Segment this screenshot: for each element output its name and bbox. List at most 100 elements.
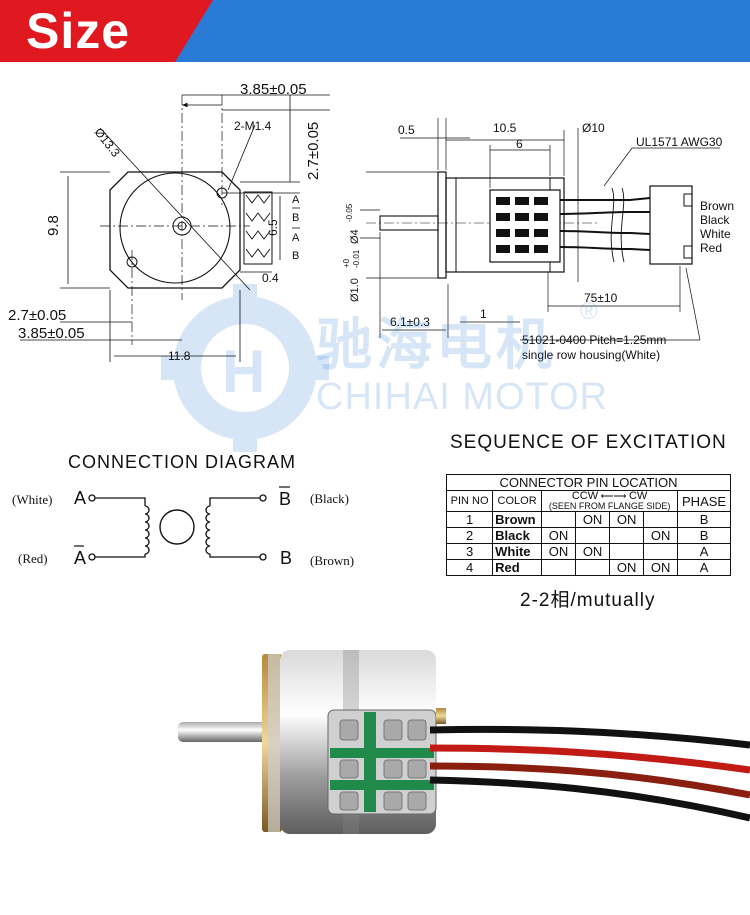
row-step: ON [609, 559, 645, 576]
dim-mid-label: 6.5 [266, 219, 280, 236]
collar-tol-dn: -0.01 [352, 249, 361, 268]
connection-diagram [74, 486, 290, 561]
row-step: ON [575, 543, 611, 560]
row-step [643, 543, 679, 560]
side-dim-10: Ø10 [582, 121, 605, 135]
conn-red-label: (Red) [18, 551, 48, 566]
table-row: 1 Brown ON ON B [445, 511, 731, 528]
col-phase: PHASE [677, 490, 731, 512]
technical-drawing: H [8, 81, 734, 568]
col-pin: PIN NO [445, 490, 494, 512]
dim-bottom1-label: 2.7±0.05 [8, 307, 66, 324]
motor-shaft [178, 722, 278, 742]
row-step [575, 527, 611, 544]
conn-black-label: (Black) [310, 491, 349, 506]
dim-right-label: 2.7±0.05 [305, 122, 322, 180]
conn-pin-a-bar: A [74, 548, 86, 568]
conn-pin-b: B [280, 548, 292, 568]
dim-top-label: 3.85±0.05 [240, 81, 307, 98]
wire-black-2 [429, 776, 750, 822]
row-step: ON [643, 559, 679, 576]
side-view-labels: 0.5 10.5 6 Ø10 UL1571 AWG30 Brown Black … [342, 121, 734, 362]
hole-label: 2-M1.4 [234, 119, 272, 133]
connector-label-1: 51021-0400 Pitch=1.25mm [522, 333, 666, 347]
cable-label: UL1571 AWG30 [636, 135, 723, 149]
row-step: ON [575, 511, 611, 528]
diameter-label: Ø13.3 [92, 125, 123, 160]
row-color: Red [492, 559, 543, 576]
excitation-table: CONNECTOR PIN LOCATION PIN NO COLOR CCW … [445, 474, 731, 576]
col-cw: CW [628, 490, 648, 502]
watermark-reg: ® [580, 298, 598, 325]
watermark-en: CHIHAI MOTOR [316, 376, 609, 418]
len-75-label: 75±10 [584, 291, 618, 305]
table-title: CONNECTOR PIN LOCATION [446, 474, 731, 491]
pin-label-1: A [292, 194, 300, 206]
excitation-caption: 2-2相/mutually [520, 590, 656, 611]
row-pin: 2 [445, 527, 494, 544]
motor-photo [178, 650, 750, 834]
conn-pin-b-bar: B [279, 489, 291, 509]
wire-label-white: White [700, 227, 731, 241]
row-phase: A [677, 543, 731, 560]
row-color: Black [492, 527, 543, 544]
row-color: Brown [492, 511, 543, 528]
connection-diagram-title: CONNECTION DIAGRAM [68, 452, 297, 472]
row-step: ON [541, 543, 577, 560]
row-pin: 3 [445, 543, 494, 560]
side-dim-105: 10.5 [493, 121, 517, 135]
header-red-slant [175, 0, 213, 62]
watermark-gear-icon: H [161, 284, 329, 452]
col-direction: CCW ⟵⟶ CW (SEEN FROM FLANGE SIDE) [541, 490, 679, 512]
row-color: White [492, 543, 543, 560]
wire-black [429, 725, 750, 749]
dim-small-label: 0.4 [262, 271, 279, 285]
table-row: 4 Red ON ON A [445, 559, 731, 576]
conn-white-label: (White) [12, 492, 52, 507]
pin-label-3: A [292, 232, 300, 244]
row-pin: 4 [445, 559, 494, 576]
dim-left-label: 9.8 [45, 215, 62, 236]
dim-1-label: 1 [480, 307, 487, 321]
row-step [609, 527, 645, 544]
connection-labels: (White) A (Red) A B (Black) B (Brown) [12, 488, 354, 568]
pin-label-2: B [292, 212, 299, 224]
front-view [20, 94, 330, 362]
col-seen: (SEEN FROM FLANGE SIDE) [548, 501, 671, 511]
header-banner: Size [0, 0, 750, 62]
watermark-cn: 驰海电机 [316, 313, 556, 376]
wire-brown [429, 762, 750, 799]
wire-label-red: Red [700, 241, 722, 255]
row-phase: B [677, 511, 731, 528]
row-step [609, 543, 645, 560]
pin-label-4: B [292, 250, 299, 262]
header-red-band [0, 0, 175, 62]
row-step [541, 511, 577, 528]
row-phase: A [677, 559, 731, 576]
shaft-tolerance: -0.05 [345, 203, 354, 222]
wire-label-brown: Brown [700, 199, 734, 213]
row-step [541, 559, 577, 576]
direction-arrow-icon: ⟵⟶ [600, 491, 627, 501]
wire-red [429, 744, 750, 774]
header-title: Size [26, 3, 131, 59]
row-step: ON [643, 527, 679, 544]
row-pin: 1 [445, 511, 494, 528]
row-step: ON [609, 511, 645, 528]
side-dim-05: 0.5 [398, 123, 415, 137]
conn-pin-a: A [74, 488, 86, 508]
collar-tol-up: +0 [342, 258, 351, 268]
row-phase: B [677, 527, 731, 544]
wire-label-black: Black [700, 213, 730, 227]
collar-diameter: Ø1.0 [349, 278, 361, 302]
side-view [360, 118, 720, 341]
row-step [643, 511, 679, 528]
conn-brown-label: (Brown) [310, 553, 354, 568]
dim-bottom2-label: 3.85±0.05 [18, 325, 85, 342]
shaft-diameter: Ø4 [349, 229, 361, 244]
connector-label-2: single row housing(White) [522, 348, 660, 362]
col-color: COLOR [492, 490, 543, 512]
svg-text:H: H [222, 338, 265, 405]
row-step: ON [541, 527, 577, 544]
row-step [575, 559, 611, 576]
